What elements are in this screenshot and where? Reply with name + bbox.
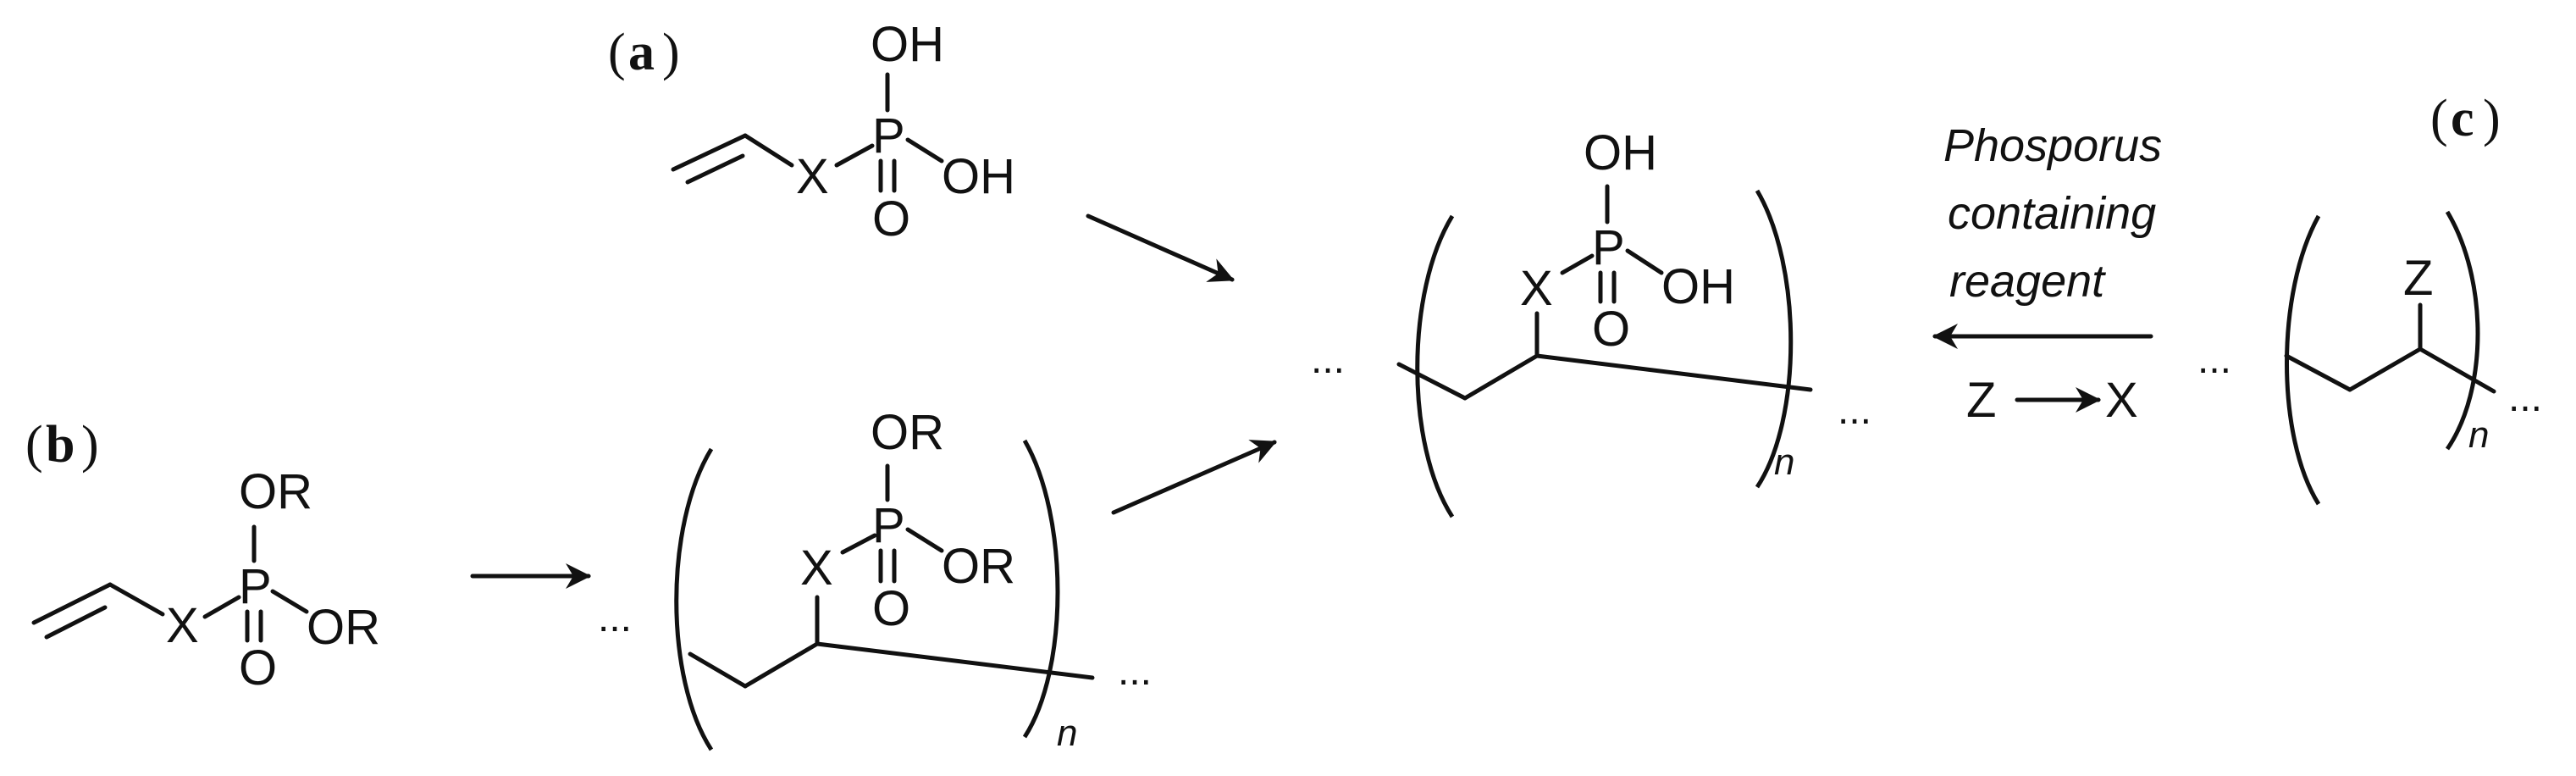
chain-end-left-ester: ...	[598, 596, 632, 640]
atom-p-a: P	[872, 108, 905, 164]
label-a: a	[628, 24, 655, 81]
bond-p-oh-right-acid	[1625, 248, 1664, 275]
atom-x-b: X	[166, 598, 199, 653]
label-b: b	[46, 416, 75, 474]
atom-x-acid: X	[1520, 261, 1553, 316]
atom-o-a: O	[872, 191, 910, 247]
label-a-open-paren: (	[608, 24, 626, 81]
label-c-open-paren: (	[2430, 90, 2448, 147]
paren-left-acid	[1415, 214, 1455, 518]
bond-x-p-ester	[840, 533, 877, 555]
repeat-n-acid: n	[1774, 441, 1794, 483]
arrow-a-to-acid-polymer	[1086, 213, 1235, 282]
backbone-3-ester	[815, 641, 1095, 680]
reagent-line-3: reagent	[1949, 256, 2106, 307]
polymer-acid: ... ... n X P OH OH O	[1311, 125, 1871, 518]
atom-or-right-ester: OR	[942, 539, 1015, 594]
atom-p-b: P	[239, 559, 272, 614]
label-c-close-paren: )	[2483, 90, 2501, 147]
paren-right-precursor	[2445, 210, 2480, 451]
monomer-a: ( a ) X P OH OH O	[608, 17, 1015, 247]
label-a-close-paren: )	[662, 24, 680, 81]
backbone-3-precursor	[2418, 346, 2496, 394]
conversion-conditions: Phosporus containing reagent Z X	[1932, 120, 2162, 428]
arrow-ester-to-acid-polymer	[1111, 440, 1277, 515]
atom-x-a: X	[796, 149, 829, 204]
atom-o-b: O	[239, 640, 277, 696]
paren-left-precursor	[2285, 214, 2321, 506]
bond-p-or-right-ester	[905, 527, 944, 553]
atom-or-top-ester: OR	[871, 405, 944, 460]
atom-or-top-b: OR	[239, 464, 312, 519]
atom-oh-top-acid: OH	[1584, 125, 1657, 180]
monomer-b: ( b ) X P OR OR O	[25, 416, 380, 696]
bond-p-or-right-b	[270, 589, 309, 614]
backbone-1-precursor	[2284, 353, 2352, 392]
repeat-n-ester: n	[1057, 712, 1077, 754]
atom-oh-top-a: OH	[871, 17, 944, 72]
backbone-3-acid	[1534, 353, 1813, 392]
polymer-precursor-c: ( c ) ... ... n Z	[2197, 90, 2542, 506]
chain-end-left-acid: ...	[1311, 337, 1345, 382]
atom-p-acid: P	[1592, 220, 1625, 275]
bond-c-x-b	[108, 582, 165, 617]
label-b-open-paren: (	[25, 416, 43, 474]
vinyl-double-bond-a	[685, 153, 745, 185]
bond-x-p-a	[834, 143, 875, 168]
atom-o-acid: O	[1592, 302, 1630, 357]
chain-end-right-acid: ...	[1838, 388, 1871, 433]
atom-x-ester: X	[800, 540, 833, 596]
paren-right-acid	[1755, 189, 1794, 489]
paren-left-ester	[674, 447, 714, 751]
vinyl-bond-b	[31, 582, 113, 625]
polymer-ester: ... ... n X P OR OR O	[598, 405, 1152, 754]
atom-or-right-b: OR	[307, 600, 380, 655]
label-b-close-paren: )	[81, 416, 99, 474]
backbone-1-ester	[688, 651, 748, 689]
atom-oh-right-a: OH	[942, 149, 1015, 204]
atom-o-ester: O	[872, 581, 910, 636]
bond-x-p-acid	[1560, 253, 1595, 275]
backbone-2-acid	[1462, 353, 1540, 401]
atom-p-ester: P	[872, 498, 905, 553]
chain-end-left-precursor: ...	[2197, 337, 2231, 382]
vinyl-double-bond-b	[44, 605, 108, 640]
atom-z-precursor: Z	[2403, 251, 2433, 306]
chain-end-right-precursor: ...	[2508, 375, 2542, 420]
bond-p-oh-right-a	[905, 137, 944, 164]
backbone-2-ester	[743, 641, 820, 689]
bond-c-x-a	[743, 133, 794, 168]
atom-oh-right-acid: OH	[1661, 259, 1735, 314]
backbone-1-acid	[1396, 362, 1468, 401]
reagent-line-1: Phosporus	[1943, 120, 2162, 171]
reagent-line-2: containing	[1948, 188, 2156, 239]
vinyl-bond-a	[671, 133, 748, 172]
backbone-2-precursor	[2347, 346, 2423, 392]
label-c: c	[2451, 90, 2474, 147]
bond-x-p-b	[202, 595, 241, 619]
conversion-to-x: X	[2105, 373, 2138, 428]
chain-end-right-ester: ...	[1118, 649, 1152, 694]
conversion-from-z: Z	[1966, 373, 1996, 428]
repeat-n-precursor: n	[2468, 414, 2489, 456]
paren-right-ester	[1022, 439, 1060, 739]
